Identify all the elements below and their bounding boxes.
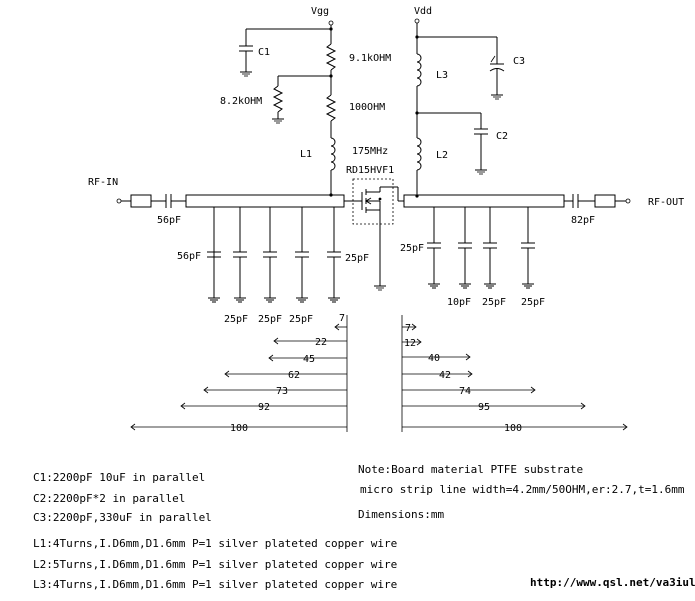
dim-right-5: 74 <box>459 386 471 397</box>
note-l3: L3:4Turns,I.D6mm,D1.6mm P=1 silver plate… <box>33 578 398 591</box>
dim-right-4: 42 <box>439 370 451 381</box>
dim-left-4: 62 <box>288 370 300 381</box>
dim-left-6: 92 <box>258 402 270 413</box>
dim-left-1: 7 <box>339 313 345 324</box>
dim-left-2: 22 <box>315 337 327 348</box>
output-cap-left-label: 25pF <box>400 243 424 254</box>
output-cap-bottom-1: 10pF <box>447 297 471 308</box>
input-cap-bottom-3: 25pF <box>289 314 313 325</box>
dimension-labels-right: 7 12 40 42 74 95 100 <box>404 323 522 434</box>
r-8k2 <box>272 85 284 113</box>
l1-label: L1 <box>300 149 312 160</box>
rf-in-terminal <box>116 198 122 204</box>
c2-label: C2 <box>496 131 508 142</box>
input-cap-bottom-2: 25pF <box>258 314 282 325</box>
vgg-terminal <box>328 20 334 26</box>
input-cap-bottom-1: 25pF <box>224 314 248 325</box>
r-8k2-label: 8.2kOHM <box>220 96 262 107</box>
note-l2: L2:5Turns,I.D6mm,D1.6mm P=1 silver plate… <box>33 558 398 571</box>
dim-right-3: 40 <box>428 353 440 364</box>
dim-right-7: 100 <box>504 423 522 434</box>
input-cap-left-label: 56pF <box>177 251 201 262</box>
dim-left-3: 45 <box>303 354 315 365</box>
output-connector <box>594 194 616 208</box>
rf-input-section <box>116 194 352 303</box>
c3-label: C3 <box>513 56 525 67</box>
rd15hvf1-mosfet <box>352 178 404 291</box>
rf-out-terminal <box>625 198 631 204</box>
output-microstrip <box>403 194 565 208</box>
cout-label: 82pF <box>571 215 595 226</box>
note-l1: L1:4Turns,I.D6mm,D1.6mm P=1 silver plate… <box>33 537 398 550</box>
l3-label: L3 <box>436 70 448 81</box>
output-cap-bottom-2: 25pF <box>482 297 506 308</box>
dim-left-5: 73 <box>276 386 288 397</box>
l1-coil <box>330 137 336 171</box>
note-microstrip: micro strip line width=4.2mm/50OHM,er:2.… <box>360 483 685 496</box>
dimension-labels-left: 7 22 45 62 73 92 100 <box>230 313 345 434</box>
l2-coil <box>416 137 422 171</box>
input-connector <box>130 194 152 208</box>
vdd-supply-network <box>414 18 505 198</box>
note-board-material: Note:Board material PTFE substrate <box>358 463 584 476</box>
source-url: http://www.qsl.net/va3iul/ <box>530 576 695 589</box>
vdd-label: Vdd <box>414 6 432 17</box>
dimension-lines <box>130 315 628 432</box>
r-100 <box>325 94 337 122</box>
freq-label: 175MHz <box>352 146 388 157</box>
note-c2: C2:2200pF*2 in parallel <box>33 492 186 505</box>
rf-out-label: RF-OUT <box>648 197 684 208</box>
dim-left-7: 100 <box>230 423 248 434</box>
r-9k1 <box>325 43 337 71</box>
l3-coil <box>416 53 422 87</box>
vdd-terminal <box>414 18 420 24</box>
fet-outline <box>352 178 394 225</box>
r-100-label: 100OHM <box>349 102 385 113</box>
input-microstrip <box>185 194 345 208</box>
vgg-bias-network <box>239 20 337 197</box>
dim-right-6: 95 <box>478 402 490 413</box>
r-9k1-label: 9.1kOHM <box>349 53 391 64</box>
cin-label: 56pF <box>157 215 181 226</box>
rf-output-section <box>403 194 631 289</box>
note-c1: C1:2200pF 10uF in parallel <box>33 471 206 484</box>
vgg-label: Vgg <box>311 6 329 17</box>
rf-in-label: RF-IN <box>88 177 118 188</box>
fet-label: RD15HVF1 <box>346 165 394 176</box>
schematic-labels: Vgg Vdd C1 9.1kOHM 8.2kOHM 100OHM L1 175… <box>88 6 684 325</box>
note-dimensions: Dimensions:mm <box>358 508 445 521</box>
c1-label: C1 <box>258 47 270 58</box>
note-c3: C3:2200pF,330uF in parallel <box>33 511 212 524</box>
input-cap-right-label: 25pF <box>345 253 369 264</box>
dim-right-1: 7 <box>405 323 411 334</box>
dim-right-2: 12 <box>404 338 416 349</box>
l2-label: L2 <box>436 150 448 161</box>
output-cap-bottom-3: 25pF <box>521 297 545 308</box>
